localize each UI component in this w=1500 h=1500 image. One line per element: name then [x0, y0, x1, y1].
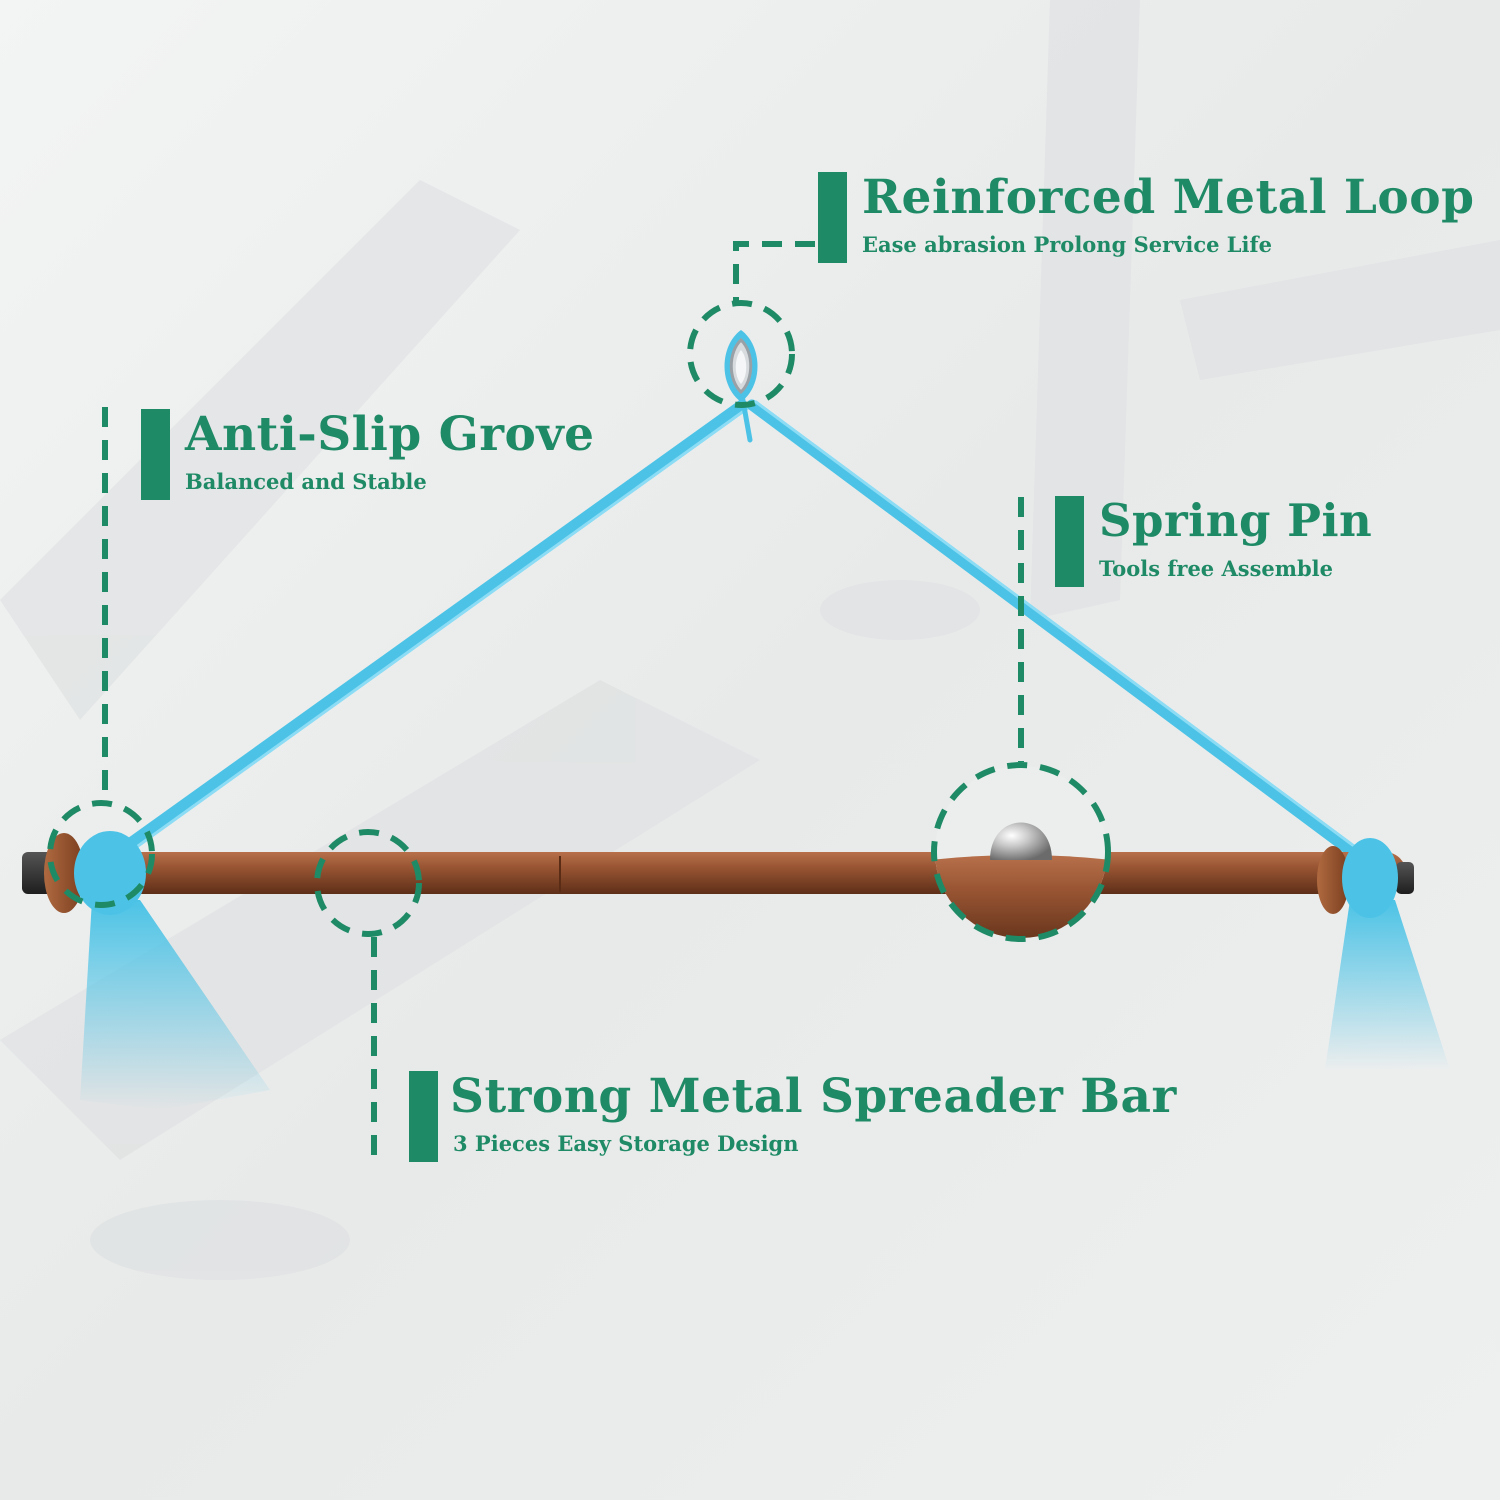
highlight-circles [47, 300, 1111, 942]
highlight-circle-grove [47, 800, 155, 908]
hanging-ropes [112, 392, 1364, 861]
callout-title: Spring Pin [1099, 494, 1373, 547]
callout-subtitle: Tools free Assemble [1099, 556, 1334, 581]
highlight-circle-pin [931, 762, 1111, 942]
leader-line-loop [733, 241, 815, 302]
washer-left [44, 833, 84, 913]
callout-accent-bar [818, 172, 847, 263]
rope-knot-right [1325, 838, 1450, 1070]
callout-accent-bar [141, 409, 170, 500]
metal-loop [724, 330, 758, 402]
callout-accent-bar [1055, 496, 1084, 587]
leader-lines [102, 241, 1024, 1160]
highlight-circle-spreader [314, 829, 422, 937]
callout-subtitle: Ease abrasion Prolong Service Life [862, 232, 1272, 257]
callout-title: Strong Metal Spreader Bar [450, 1069, 1177, 1124]
spring-pin-button [990, 822, 1052, 860]
callout-title: Reinforced Metal Loop [862, 170, 1475, 225]
callout-subtitle: Balanced and Stable [185, 469, 427, 494]
bar-end-cap-right [1396, 862, 1414, 894]
callout-accent-bar [409, 1071, 438, 1162]
highlight-circle-loop [687, 300, 795, 408]
spring-pin-zoom [935, 766, 1107, 938]
callout-title: Anti-Slip Grove [185, 407, 595, 462]
callout-subtitle: 3 Pieces Easy Storage Design [453, 1131, 799, 1156]
washer-right [1317, 846, 1349, 914]
